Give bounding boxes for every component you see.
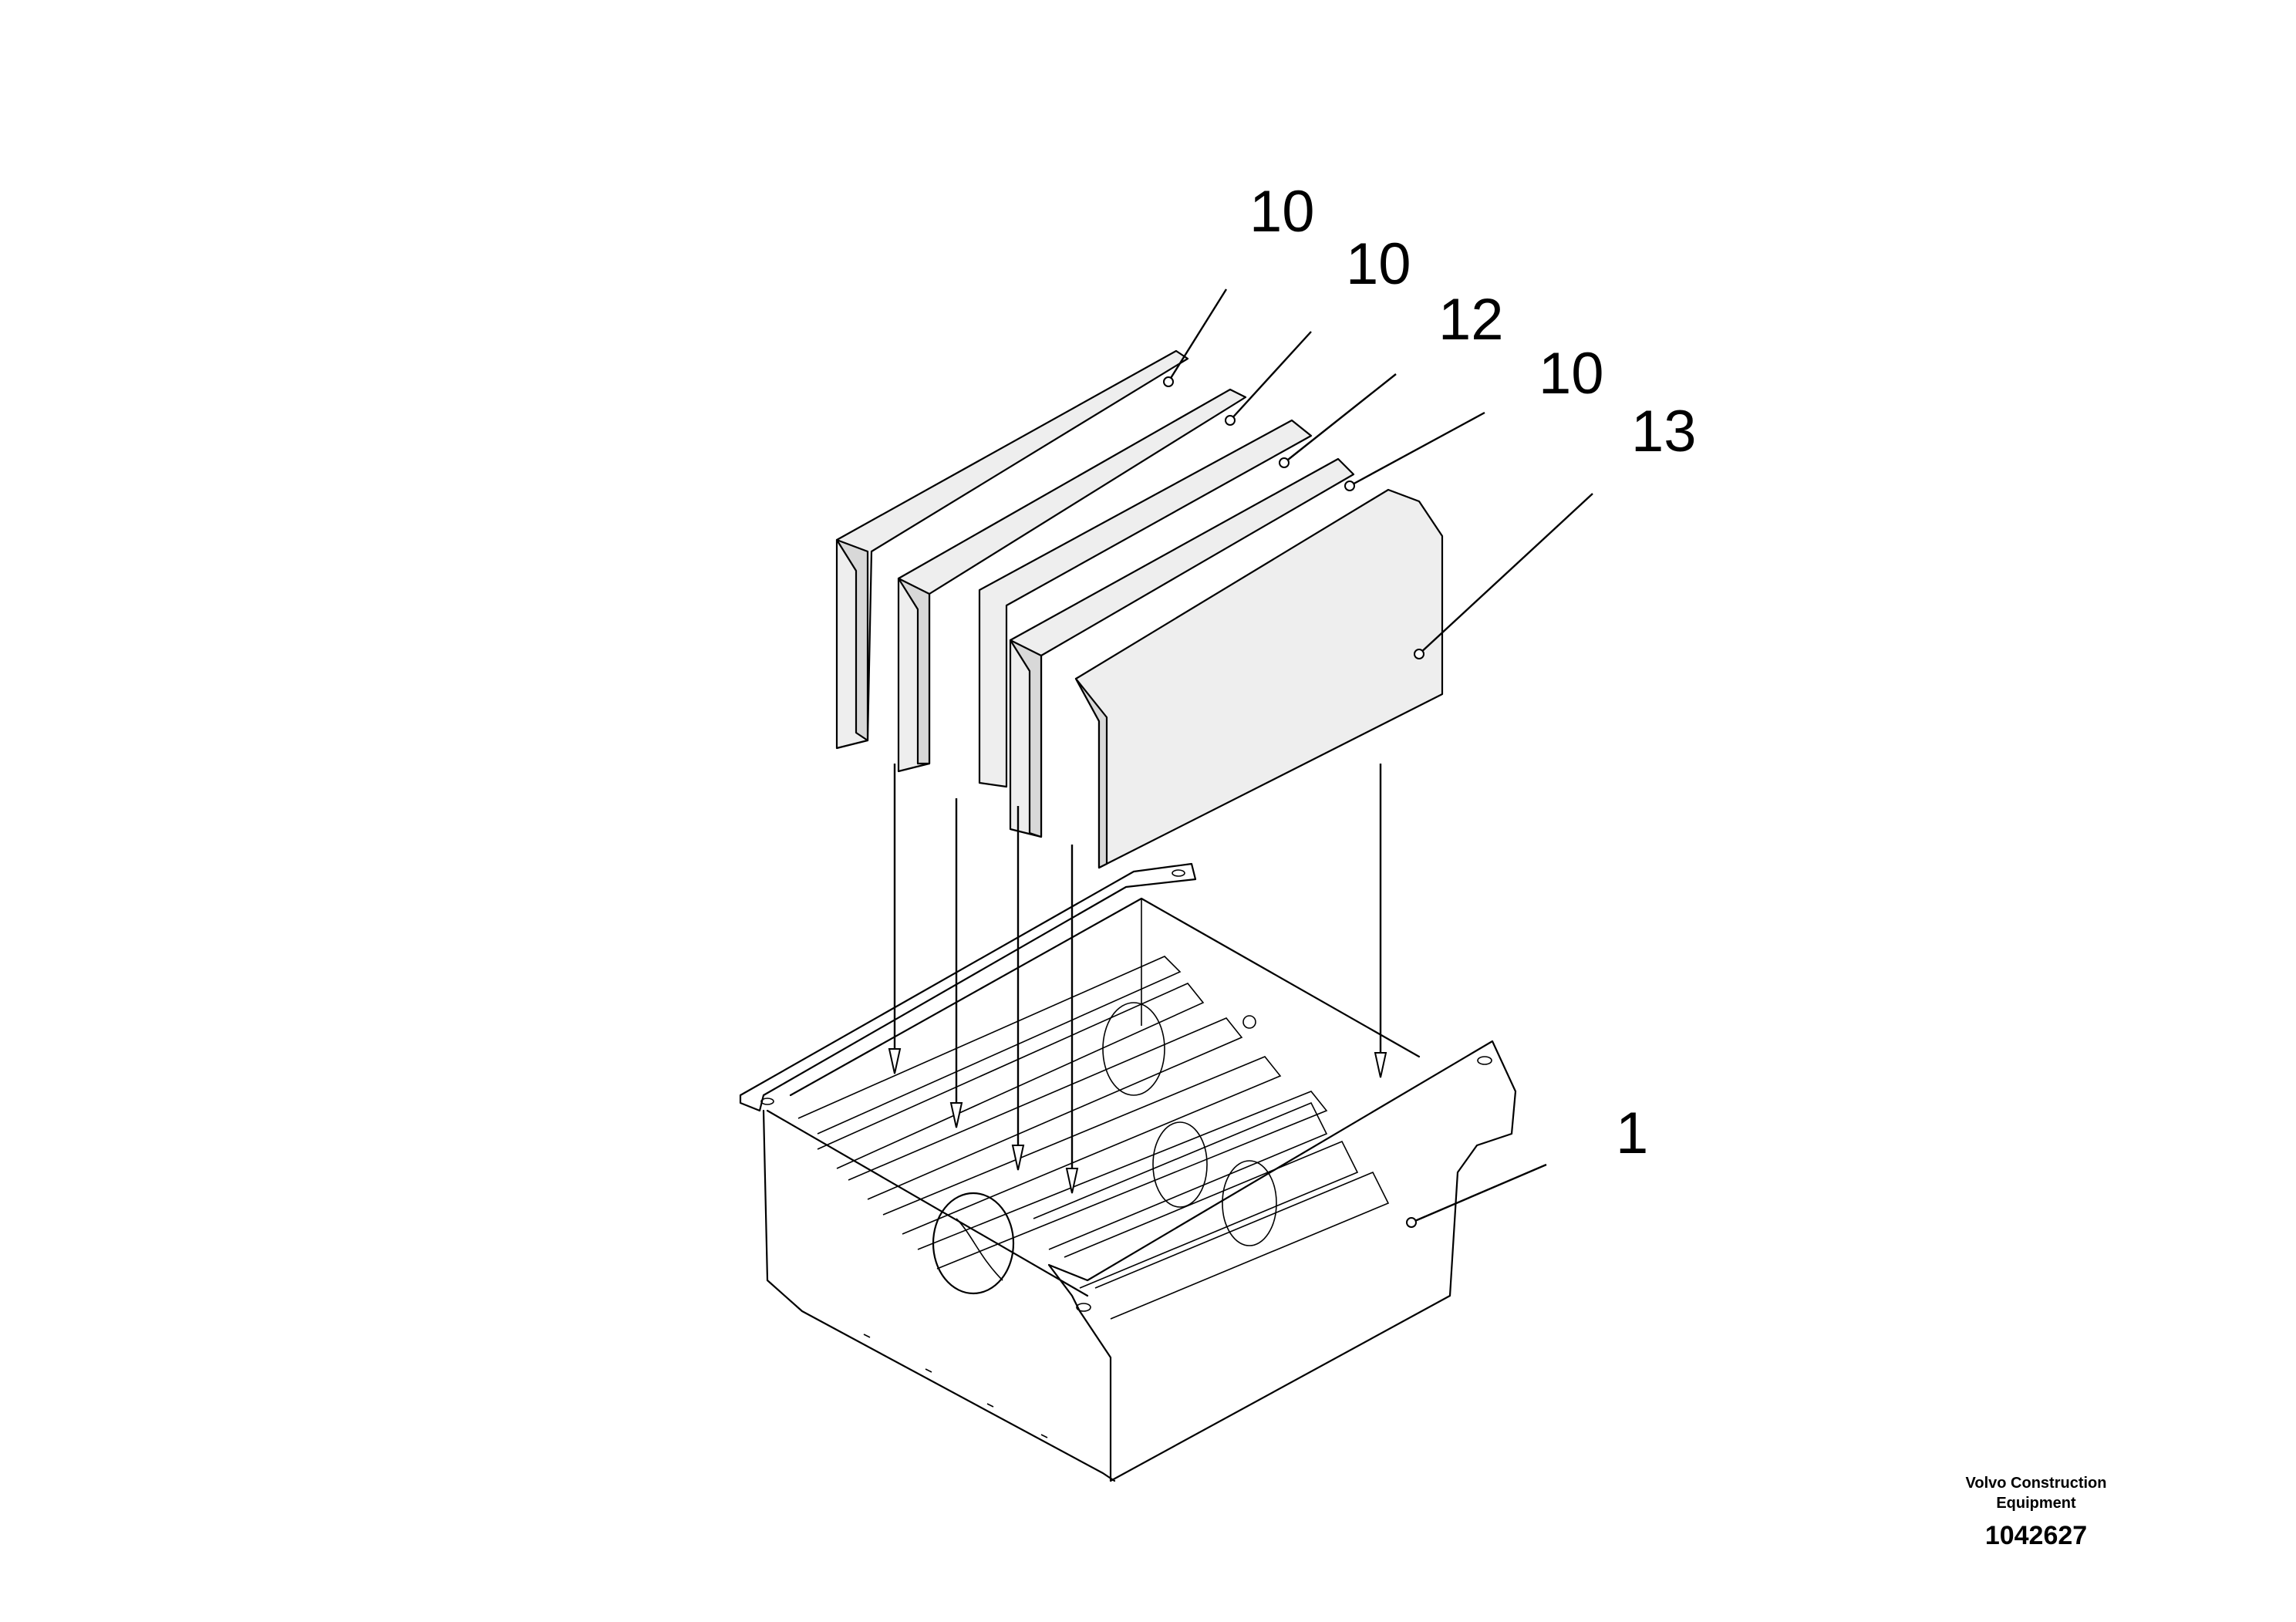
brand-line-2: Equipment xyxy=(1996,1495,2076,1512)
document-number: 1042627 xyxy=(1984,1521,2088,1550)
assembly-arrows xyxy=(888,764,1387,1194)
filter-panel-1 xyxy=(835,349,1189,750)
housing-part-1 xyxy=(739,862,1517,1482)
leader-lines xyxy=(1163,288,1593,1228)
callout-label: 10 xyxy=(1346,231,1411,297)
callout-label: 10 xyxy=(1249,179,1315,244)
filter-panel-5 xyxy=(1074,488,1444,869)
callout-label: 10 xyxy=(1539,341,1604,406)
filter-panel-2 xyxy=(897,388,1247,773)
footer-block: Volvo Construction Equipment 1042627 xyxy=(1920,1473,2152,1551)
brand-line-1: Volvo Construction xyxy=(1965,1475,2107,1492)
callout-label: 13 xyxy=(1631,399,1697,464)
callout-label: 12 xyxy=(1438,287,1504,352)
filter-panel-4 xyxy=(1009,457,1355,838)
callouts: 10 10 12 10 13 1 xyxy=(1249,179,1697,1166)
callout-label: 1 xyxy=(1616,1101,1648,1166)
filter-panel-3 xyxy=(978,419,1313,788)
